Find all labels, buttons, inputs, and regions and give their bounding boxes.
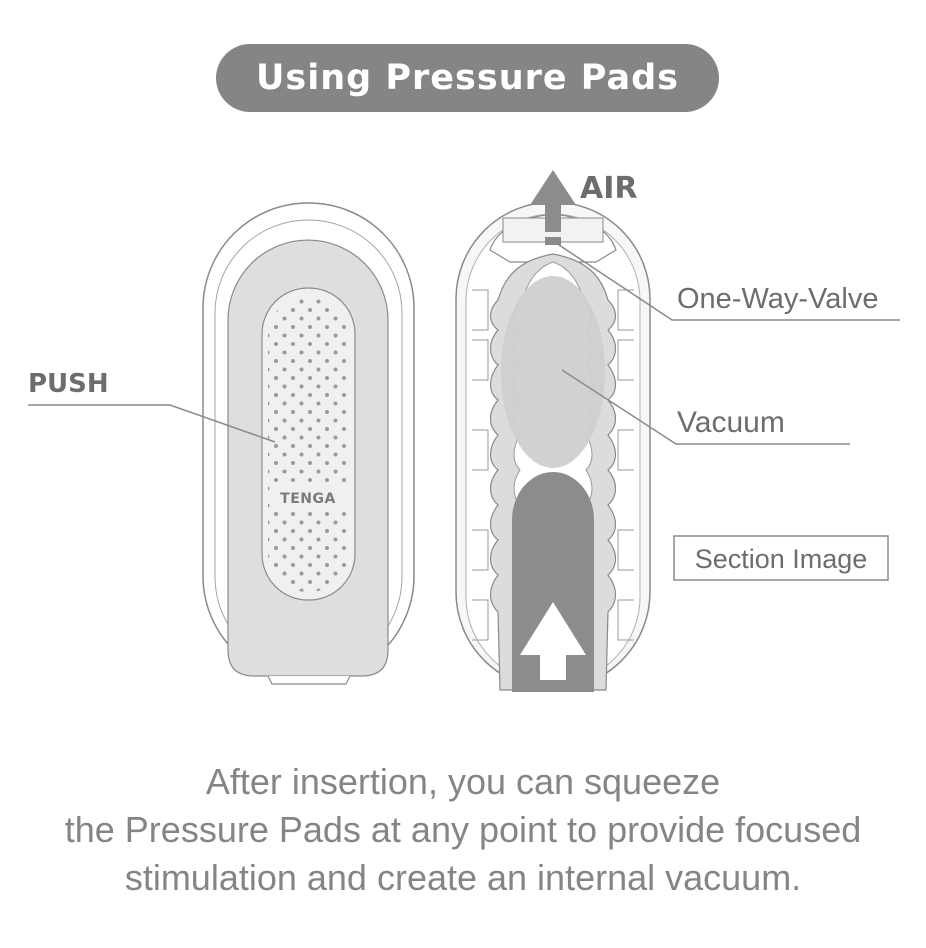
device-base (267, 675, 351, 685)
vacuum-label: Vacuum (677, 406, 785, 439)
caption-line-1: After insertion, you can squeeze (205, 761, 721, 802)
caption-line-2: the Pressure Pads at any point to provid… (64, 809, 862, 850)
page-title: Using Pressure Pads (255, 58, 680, 98)
caption: After insertion, you can squeeze the Pre… (0, 758, 926, 902)
air-label: AIR (580, 171, 637, 206)
tenga-logo: TENGA (280, 491, 336, 507)
one-way-valve-part (545, 237, 561, 245)
valve-leader-line (555, 242, 900, 321)
pressure-pad-dots (268, 296, 349, 592)
push-label: PUSH (28, 369, 109, 399)
title-banner: Using Pressure Pads (216, 44, 719, 112)
section-image-box (673, 535, 889, 581)
caption-line-3: stimulation and create an internal vacuu… (124, 857, 802, 898)
device-section (455, 201, 651, 692)
push-leader-line (28, 404, 276, 443)
section-ribs (472, 289, 634, 641)
vacuum-leader-line (561, 369, 850, 445)
device-exterior: TENGA (202, 202, 415, 685)
section-image-label: Section Image (695, 544, 868, 574)
air-up-arrow (530, 170, 576, 232)
insert-up-arrow (520, 602, 586, 680)
valve-label: One-Way-Valve (677, 283, 878, 315)
logo-backdrop (270, 486, 346, 508)
vacuum-region (501, 276, 605, 468)
